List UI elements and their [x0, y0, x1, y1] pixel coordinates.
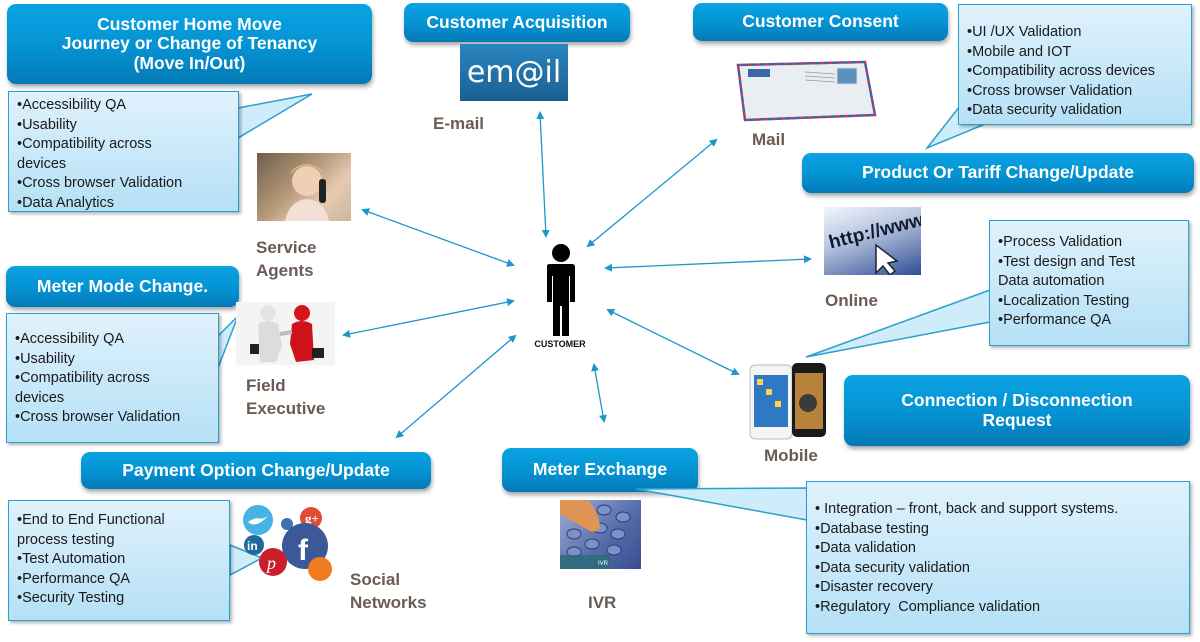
- linkedin-icon: [244, 535, 264, 555]
- smartphone-icon: [748, 361, 828, 441]
- label-email: E-mail: [433, 114, 485, 133]
- svg-text:g+: g+: [305, 511, 319, 526]
- arrow-ivr: [591, 363, 607, 423]
- call-center-agent-icon: [257, 153, 351, 221]
- callout-tail-home-move: [237, 93, 313, 140]
- label-online: Online: [825, 291, 878, 310]
- customer-node: CUSTOMER: [520, 236, 600, 356]
- browser-url-icon: http://www: [824, 207, 921, 275]
- pinterest-icon: [259, 548, 287, 576]
- note-consent: •UI /UX Validation•Mobile and IOT•Compat…: [958, 4, 1192, 125]
- header-product-tariff: Product Or Tariff Change/Update: [802, 153, 1194, 193]
- note-meter-exchange: • Integration – front, back and support …: [806, 481, 1190, 634]
- note-home-move: •Accessibility QA•Usability•Compatibilit…: [8, 91, 239, 212]
- header-customer-consent: Customer Consent: [693, 3, 948, 41]
- header-payment-option: Payment Option Change/Update: [81, 452, 431, 489]
- arrow-service-agents: [361, 208, 515, 267]
- label-ivr: IVR: [588, 593, 617, 612]
- header-meter-exchange: Meter Exchange: [502, 448, 698, 492]
- arrow-field-executive: [342, 298, 515, 338]
- callout-tail-payment: [229, 543, 264, 577]
- svg-text:IVR: IVR: [598, 561, 609, 567]
- mail-icon: [281, 518, 293, 530]
- arrow-email: [536, 111, 550, 238]
- svg-text:p: p: [265, 553, 276, 573]
- header-meter-mode: Meter Mode Change.: [6, 266, 239, 307]
- phone-keypad-icon: IVR: [560, 500, 641, 569]
- callout-tail-meter-exchange: [635, 487, 808, 521]
- arrow-social: [395, 334, 517, 439]
- envelope-icon: [736, 60, 877, 122]
- social-networks-icon: g+ in f p: [236, 503, 336, 583]
- note-meter-mode: •Accessibility QA•Usability•Compatibilit…: [6, 313, 219, 443]
- rss-icon: [308, 557, 332, 581]
- label-mobile: Mobile: [764, 446, 818, 465]
- person-icon: [547, 244, 575, 336]
- svg-text:in: in: [247, 539, 258, 553]
- arrow-online: [604, 255, 812, 272]
- label-mail: Mail: [752, 130, 786, 149]
- facebook-icon: [282, 523, 328, 569]
- svg-text:f: f: [298, 534, 309, 567]
- note-connection: •Process Validation•Test design and Test…: [989, 220, 1189, 346]
- header-customer-acquisition: Customer Acquisition: [404, 3, 630, 42]
- arrow-mail: [586, 138, 718, 248]
- customer-label: CUSTOMER: [534, 339, 586, 349]
- email-icon: em@il: [460, 44, 568, 101]
- callout-tail-meter-mode: [217, 315, 239, 369]
- handshake-icon: [236, 302, 335, 365]
- arrow-mobile: [606, 309, 740, 375]
